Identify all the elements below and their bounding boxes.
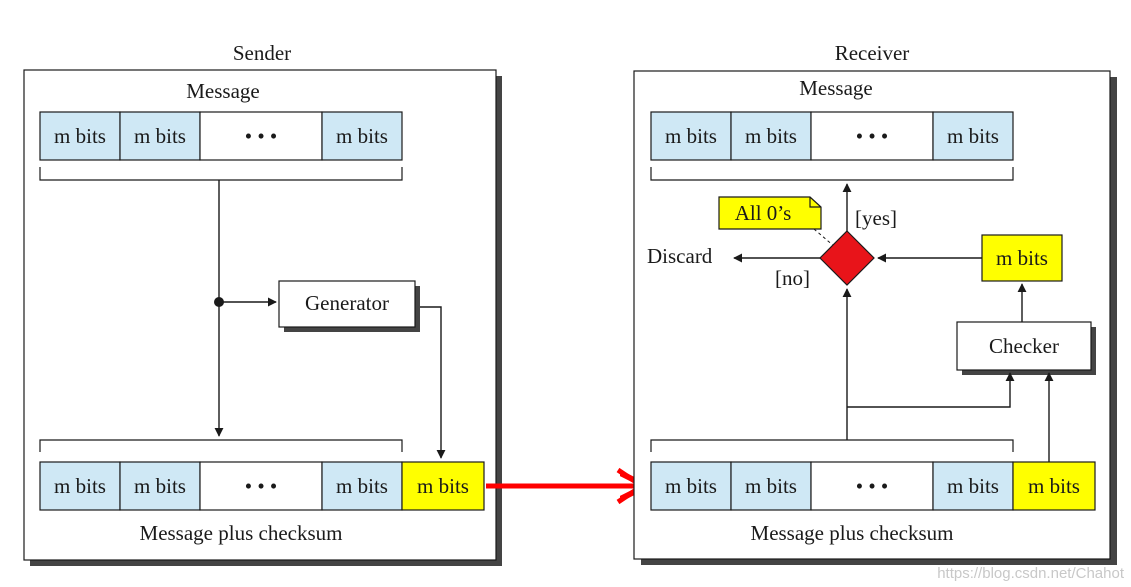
sender-message-cell (39, 111, 121, 161)
sender-message-label: Message (186, 79, 259, 103)
message-to-checker-arrow (847, 372, 1015, 408)
receiver-message-cell (730, 111, 812, 161)
sender-message-bracket (39, 167, 403, 181)
sender-output-cell (119, 461, 201, 511)
sender-message-cell (119, 111, 201, 161)
receiver-message-cell-text: m bits (745, 124, 797, 148)
sender-output-bracket (39, 439, 403, 452)
receiver-input-cell-text: m bits (665, 474, 717, 498)
generator-to-checksum-arrow (420, 306, 446, 459)
receiver-input-cell-text: m bits (745, 474, 797, 498)
yes-label: [yes] (855, 206, 897, 230)
sender-output-cell (39, 461, 121, 511)
sender-output-cell-text: • • • (245, 474, 278, 498)
receiver-message-cell-ellipsis (810, 111, 934, 161)
receiver-message-label: Message (799, 76, 872, 100)
decision-diamond (819, 230, 875, 286)
sender-output-row: m bits m bits • • • m bits m bits (39, 461, 485, 511)
checker-result-text: m bits (996, 246, 1048, 270)
receiver-panel: Receiver Message m bits m bits • • • m b… (633, 41, 1117, 565)
sender-message-cell-ellipsis (199, 111, 323, 161)
sender-caption: Message plus checksum (140, 521, 343, 545)
sender-message-cell-text: • • • (245, 124, 278, 148)
receiver-input-row: m bits m bits • • • m bits m bits (650, 461, 1096, 511)
receiver-message-cell-text: m bits (947, 124, 999, 148)
sender-output-cell-text: m bits (134, 474, 186, 498)
sender-output-cell-ellipsis (199, 461, 323, 511)
generator-label: Generator (305, 291, 389, 315)
receiver-checksum-cell (1012, 461, 1096, 511)
sender-checksum-text: m bits (417, 474, 469, 498)
checker-label: Checker (989, 334, 1059, 358)
all-zeros-label: All 0’s (735, 201, 792, 225)
discard-label: Discard (647, 244, 713, 268)
receiver-message-row: m bits m bits • • • m bits (650, 111, 1014, 161)
receiver-input-bracket (650, 439, 1014, 452)
receiver-caption: Message plus checksum (751, 521, 954, 545)
receiver-title: Receiver (835, 41, 910, 65)
receiver-message-cell-text: m bits (665, 124, 717, 148)
sender-message-row: m bits m bits • • • m bits (39, 111, 403, 161)
sender-message-cell-text: m bits (134, 124, 186, 148)
receiver-message-cell-text: • • • (856, 124, 889, 148)
receiver-checksum-text: m bits (1028, 474, 1080, 498)
sender-checksum-cell (401, 461, 485, 511)
sender-message-cell-text: m bits (54, 124, 106, 148)
checker-box (956, 321, 1092, 371)
sender-output-cell (321, 461, 403, 511)
no-label: [no] (775, 266, 810, 290)
receiver-message-cell (932, 111, 1014, 161)
note-fold (809, 197, 821, 208)
receiver-input-cell (650, 461, 732, 511)
watermark: https://blog.csdn.net/Chahot (937, 565, 1125, 582)
sender-message-cell (321, 111, 403, 161)
sender-output-cell-text: m bits (336, 474, 388, 498)
receiver-input-cell (730, 461, 812, 511)
all-zeros-note (718, 196, 822, 230)
sender-message-cell-text: m bits (336, 124, 388, 148)
receiver-message-bracket (650, 167, 1014, 181)
sender-title: Sender (233, 41, 291, 65)
receiver-input-cell-text: m bits (947, 474, 999, 498)
generator-box (278, 280, 416, 328)
receiver-message-cell (650, 111, 732, 161)
sender-panel: Sender Message m bits m bits • • • m bit… (23, 41, 502, 566)
receiver-input-cell-ellipsis (810, 461, 934, 511)
sender-output-cell-text: m bits (54, 474, 106, 498)
receiver-input-cell-text: • • • (856, 474, 889, 498)
